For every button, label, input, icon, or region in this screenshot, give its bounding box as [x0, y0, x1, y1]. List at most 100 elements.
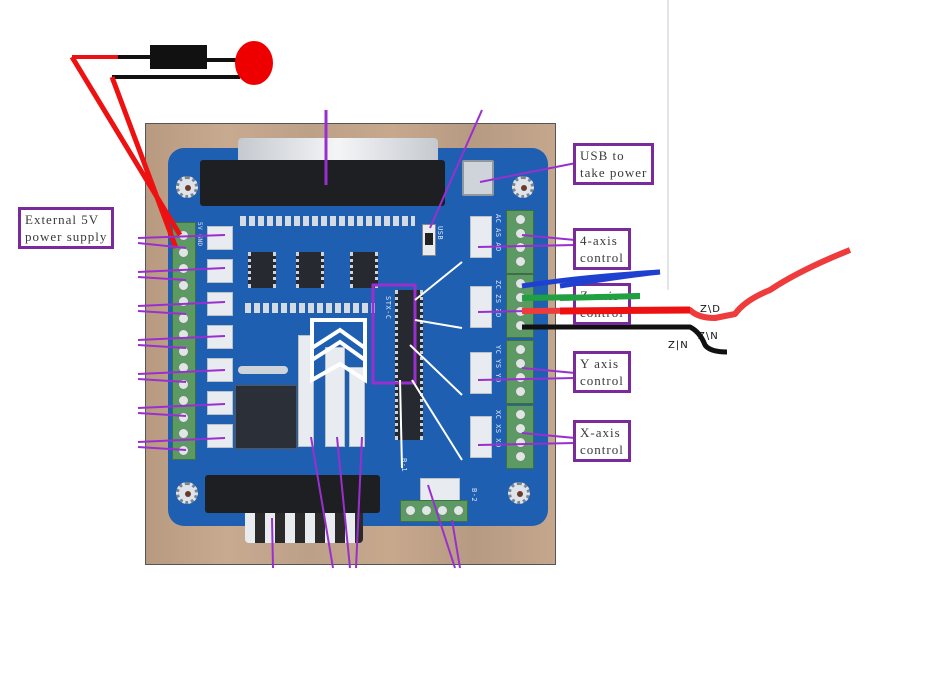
white-pointer-b1 — [399, 379, 403, 469]
axisx-arrow-1 — [521, 432, 576, 439]
callout-x-axis-control: X-axis control — [573, 420, 631, 462]
input-terminal-screw — [178, 378, 189, 390]
axis-x-header — [470, 416, 492, 458]
z-terms-silk: ZC ZS ZD — [494, 280, 502, 318]
axis-terminal-screw — [515, 214, 526, 225]
callout-line: control — [580, 250, 624, 265]
axis-terminal-screw — [515, 423, 526, 434]
callout-line: control — [580, 305, 624, 320]
header3-pointer-line — [355, 436, 363, 569]
mounting-hole-top-left — [176, 176, 198, 198]
axis-terminal-screw — [515, 358, 526, 369]
callout-line: control — [580, 442, 624, 457]
callout-external-5v-power: External 5V power supply — [18, 207, 115, 249]
pin-header-top — [240, 216, 415, 226]
output-header-3 — [349, 367, 365, 447]
axis4-arrow-2 — [477, 244, 576, 248]
b2-silk-label: B-2 — [470, 488, 478, 503]
db9-pointer-line — [271, 517, 274, 569]
axis-y-header — [470, 352, 492, 394]
input-header — [207, 259, 233, 283]
input-pointer-arrow — [137, 403, 226, 409]
callout-line: Z-axis — [580, 288, 620, 303]
db25-parallel-port — [200, 160, 445, 206]
input-terminal-screw — [178, 345, 189, 357]
ic-chip-3 — [350, 252, 378, 288]
wire-label-z-dir: Z\D — [700, 304, 721, 315]
white-chevron-marker-lower — [310, 327, 367, 384]
input-pointer-arrow — [137, 437, 226, 443]
callout-line: Y axis — [580, 356, 620, 371]
axis-terminal-screw — [515, 409, 526, 420]
axis-terminal-screw — [515, 228, 526, 239]
power-arrow-2 — [137, 242, 187, 249]
axis-terminal-screw — [515, 451, 526, 462]
pin-header-middle — [245, 303, 375, 313]
screw — [437, 505, 448, 516]
input-terminal-screw — [178, 411, 189, 423]
red-wire-z-dir — [521, 247, 852, 321]
b-header-pointer-line — [427, 484, 456, 569]
input-header — [207, 292, 233, 316]
input-header — [207, 424, 233, 448]
input-pointer-arrow — [137, 378, 187, 383]
screw — [405, 505, 416, 516]
callout-line: take power — [580, 165, 648, 180]
callout-y-axis-control: Y axis control — [573, 351, 631, 393]
input-header — [207, 226, 233, 250]
input-pointer-arrow — [137, 446, 187, 451]
input-pointer-arrow — [137, 310, 187, 315]
header1-pointer-line — [310, 436, 334, 569]
mounting-hole-bottom-left — [176, 482, 198, 504]
axis-terminal-screw — [515, 386, 526, 397]
header2-pointer-line — [336, 436, 351, 569]
b1-silk-label: B-1 — [400, 458, 408, 473]
axisx-arrow-2 — [477, 442, 576, 446]
input-terminal-screw — [178, 428, 189, 439]
axis-z-header — [470, 286, 492, 328]
ic-chip-1 — [248, 252, 276, 288]
db25-connector-pins — [238, 138, 438, 160]
switch-pointer-line — [429, 109, 483, 229]
main-controller-chip — [395, 290, 423, 440]
chip-highlight-box — [371, 283, 417, 385]
led-indicator — [235, 41, 273, 85]
db9-connector — [205, 475, 380, 513]
callout-line: External 5V — [25, 212, 100, 227]
axis-terminal-screw — [515, 372, 526, 383]
axis-terminal-screw — [515, 256, 526, 267]
axisy-arrow-1 — [521, 367, 576, 374]
screw — [421, 505, 432, 516]
white-pointer-axisy — [409, 344, 463, 396]
input-terminal-screw — [178, 329, 189, 340]
ic-chip-2 — [296, 252, 324, 288]
axis4-arrow-1 — [521, 234, 576, 241]
input-header — [207, 391, 233, 415]
callout-z-axis-control: Z-axis control — [573, 283, 631, 325]
mounting-hole-top-right — [512, 176, 534, 198]
usb-silk-label: USB — [436, 226, 444, 241]
a-terms-silk: AC AS AD — [494, 214, 502, 252]
red-wire-external-power-negative — [109, 76, 179, 249]
b-terminal-pointer-line — [451, 519, 461, 569]
wire-label-z-n-upper: Z\N — [698, 331, 719, 342]
wire-label-z-n-lower: Z|N — [668, 340, 689, 351]
input-pointer-arrow — [137, 412, 187, 417]
callout-line: control — [580, 373, 624, 388]
input-terminal-screw — [178, 263, 189, 274]
input-pointer-arrow — [137, 301, 226, 307]
input-pointer-arrow — [137, 276, 187, 281]
chip-silk-label: STX-C — [384, 296, 392, 320]
axis-terminal-screw — [515, 344, 526, 355]
power-terms-silk: 5V GND — [196, 222, 203, 247]
y-terms-silk: YC YS YD — [494, 345, 502, 383]
callout-usb-power: USB to take power — [573, 143, 655, 185]
db9-connector-pins — [245, 513, 363, 543]
black-wire-z-gnd — [522, 324, 728, 355]
relay — [235, 385, 297, 449]
white-pointer-axisz — [414, 319, 463, 329]
usb-mini-connector — [462, 160, 494, 196]
white-pointer-axis4 — [414, 261, 463, 301]
axis-terminal-screw — [515, 242, 526, 253]
callout-line: power supply — [25, 229, 108, 244]
